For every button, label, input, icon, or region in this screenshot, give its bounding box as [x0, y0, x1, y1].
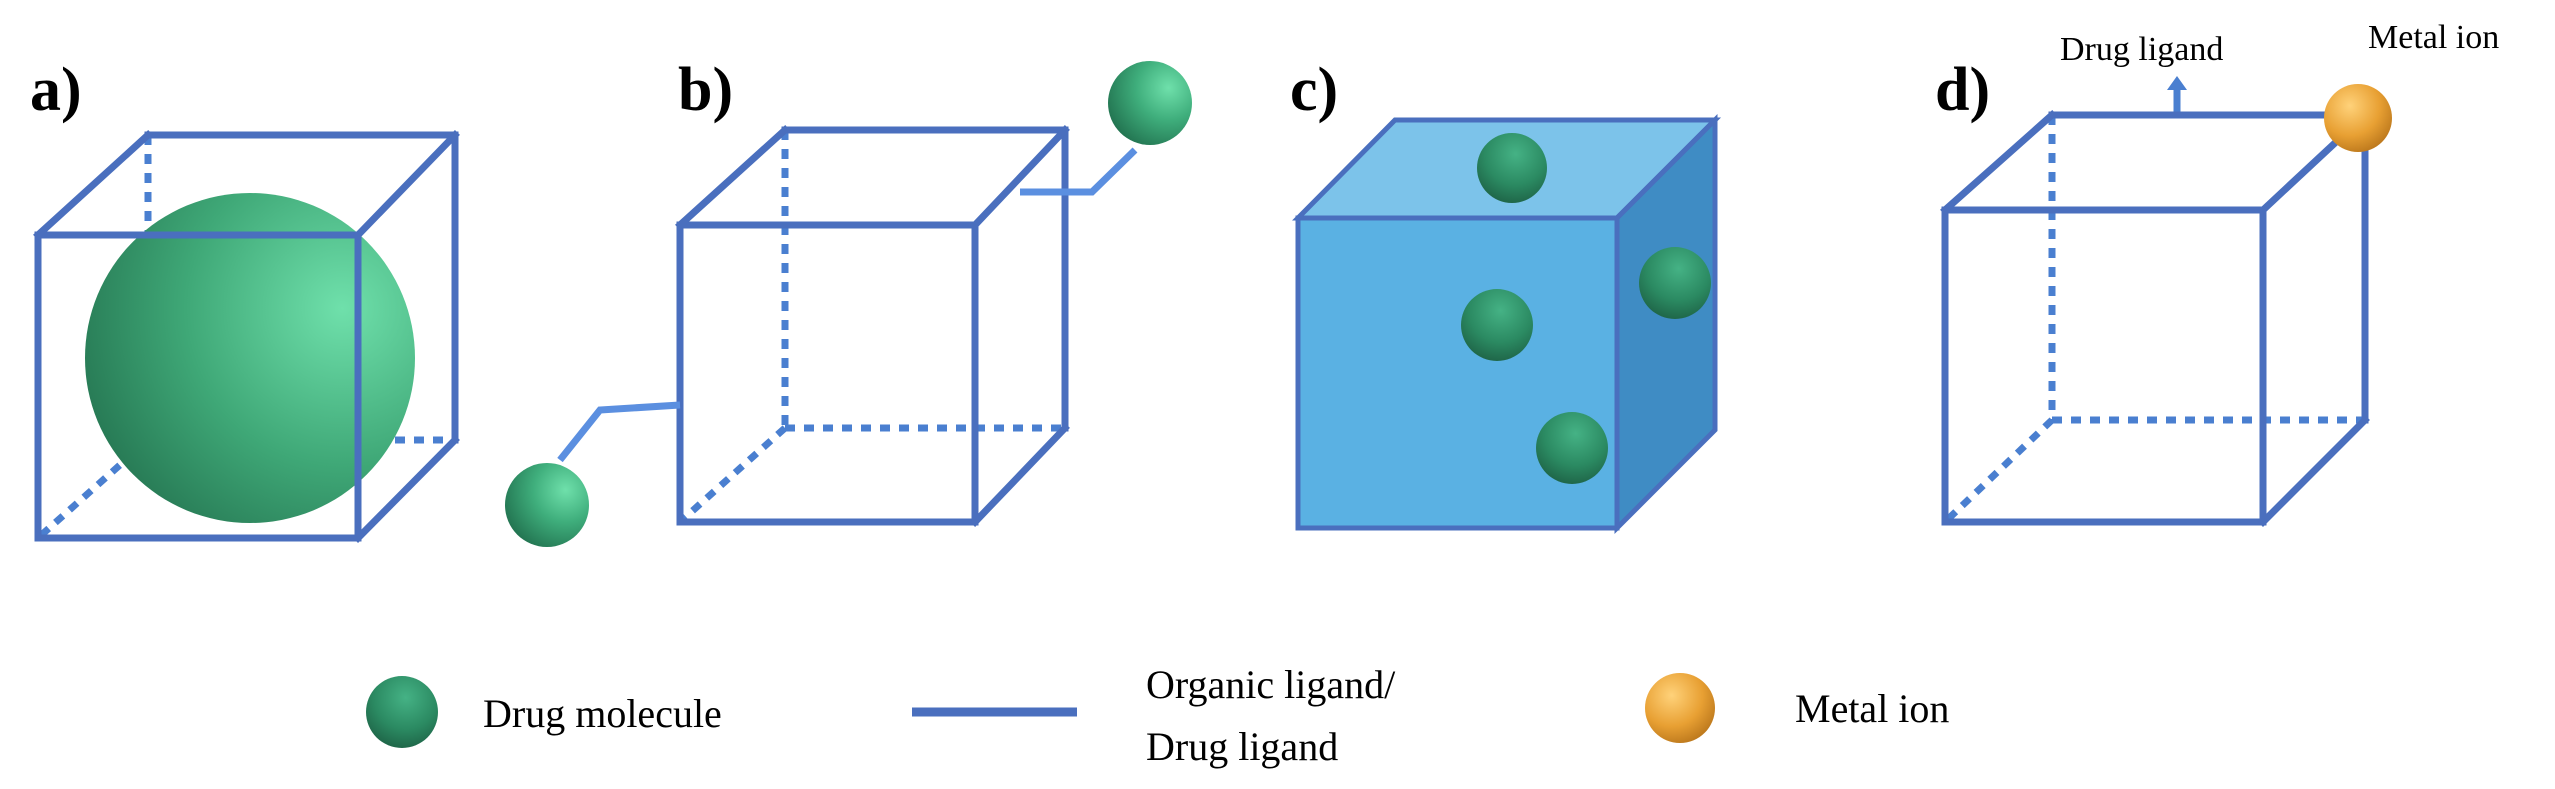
drug-ligand-arrow: [2167, 76, 2187, 112]
legend-metal-ion-label: Metal ion: [1795, 686, 1949, 731]
drug-ligand-linker-top: [1020, 147, 1138, 196]
cube-frame-a-visible: [33, 130, 460, 543]
metal-ion-node: [2324, 84, 2392, 152]
panel-b: b): [505, 56, 1192, 547]
panel-a: a): [30, 56, 460, 543]
panel-d: d) Drug ligand Metal ion: [1935, 19, 2499, 527]
drug-ligand-linker-bottom: [557, 401, 681, 463]
drug-molecule-c1: [1477, 133, 1547, 203]
metal-ion-annotation: Metal ion: [2368, 19, 2499, 56]
drug-molecule-bottom: [505, 463, 589, 547]
panel-label-a: a): [30, 56, 82, 124]
legend-ligand-label-line1: Organic ligand/: [1146, 662, 1396, 707]
cube-frame-d: [1940, 110, 2370, 527]
cube-frame-b: [675, 125, 1070, 527]
legend-metal-ion-icon: [1645, 673, 1715, 743]
legend: Drug molecule Organic ligand/ Drug ligan…: [366, 662, 1949, 769]
panel-label-b: b): [678, 56, 733, 124]
panel-label-c: c): [1290, 56, 1338, 124]
drug-molecule-c2: [1461, 289, 1533, 361]
drug-ligand-annotation: Drug ligand: [2060, 31, 2223, 68]
panel-c: c): [1290, 56, 1722, 535]
legend-drug-molecule-label: Drug molecule: [483, 691, 722, 736]
drug-molecule-top: [1108, 61, 1192, 145]
drug-molecule-c4: [1536, 412, 1608, 484]
legend-ligand-label-line2: Drug ligand: [1146, 724, 1338, 769]
drug-molecule-encapsulated: [85, 193, 415, 523]
legend-drug-molecule-icon: [366, 676, 438, 748]
drug-molecule-c3: [1639, 247, 1711, 319]
panel-label-d: d): [1935, 56, 1990, 124]
